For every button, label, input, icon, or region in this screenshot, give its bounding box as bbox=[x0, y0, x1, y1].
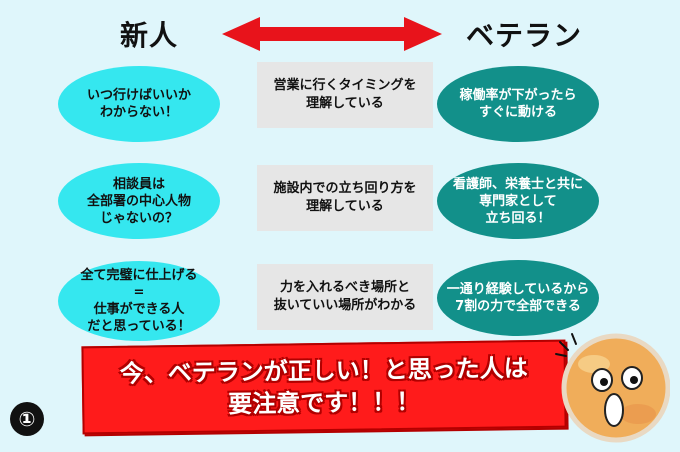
veteran-text-1: 稼働率が下がったら すぐに動ける bbox=[459, 88, 577, 120]
middle-text-1: 営業に行くタイミングを 理解している bbox=[273, 78, 417, 111]
middle-box-2: 施設内での立ち回り方を 理解している bbox=[257, 165, 433, 231]
veteran-text-2: 看護師、栄養士と共に 専門家として 立ち回る！ bbox=[452, 176, 583, 226]
surprised-face-icon bbox=[555, 333, 670, 443]
newbie-text-1: いつ行けばいいか わからない！ bbox=[86, 88, 191, 120]
warning-text: 今、ベテランが正しい！と思った人は 要注意です！！！ bbox=[119, 354, 528, 419]
newbie-text-2: 相談員は 全部署の中心人物 じゃないの？ bbox=[86, 176, 191, 226]
middle-text-2: 施設内での立ち回り方を 理解している bbox=[273, 181, 417, 214]
newbie-oval-2: 相談員は 全部署の中心人物 じゃないの？ bbox=[58, 163, 220, 239]
page-number-badge: ① bbox=[10, 402, 44, 436]
middle-text-3: 力を入れるべき場所と 抜いていい場所がわかる bbox=[273, 280, 417, 313]
page-number: ① bbox=[18, 407, 36, 431]
veteran-oval-3: 一通り経験しているから 7割の力で全部できる bbox=[437, 260, 599, 336]
header-veteran: ベテラン bbox=[466, 19, 583, 52]
veteran-oval-2: 看護師、栄養士と共に 専門家として 立ち回る！ bbox=[437, 163, 599, 239]
newbie-text-3: 全て完璧に仕上げる = 仕事ができる人 だと思っている！ bbox=[80, 268, 198, 334]
veteran-oval-1: 稼働率が下がったら すぐに動ける bbox=[437, 66, 599, 142]
newbie-oval-1: いつ行けばいいか わからない！ bbox=[58, 66, 220, 142]
newbie-oval-3: 全て完璧に仕上げる = 仕事ができる人 だと思っている！ bbox=[58, 261, 220, 341]
veteran-text-3: 一通り経験しているから 7割の力で全部できる bbox=[446, 282, 590, 314]
header-newbie: 新人 bbox=[120, 19, 179, 52]
warning-banner: 今、ベテランが正しい！と思った人は 要注意です！！！ bbox=[81, 339, 567, 435]
middle-box-3: 力を入れるべき場所と 抜いていい場所がわかる bbox=[257, 264, 433, 330]
double-arrow-icon bbox=[222, 17, 442, 51]
middle-box-1: 営業に行くタイミングを 理解している bbox=[257, 62, 433, 128]
